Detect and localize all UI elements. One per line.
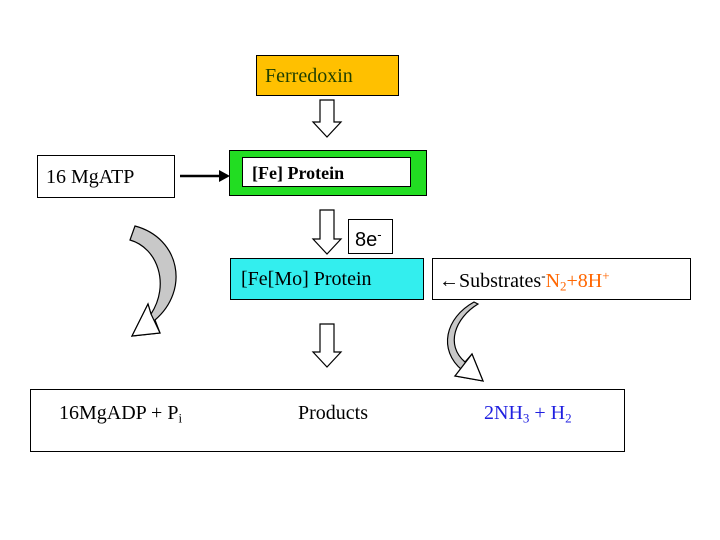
- fe-protein-box: [Fe] Protein: [229, 150, 427, 196]
- left-arrow-icon: ←: [439, 270, 459, 293]
- down-arrow-1: [311, 99, 343, 138]
- femo-protein-box: [Fe[Mo] Protein: [230, 258, 424, 300]
- reactant-label: 16MgADP + Pi: [59, 402, 183, 426]
- electrons-box: 8e-: [348, 219, 393, 254]
- down-arrow-3: [311, 323, 343, 368]
- ferredoxin-box: Ferredoxin: [256, 55, 399, 96]
- electrons-label: 8e-: [355, 227, 382, 252]
- mgatp-arrow-head: [219, 170, 230, 182]
- fe-protein-inner: [Fe] Protein: [242, 157, 411, 187]
- fe-protein-label: [Fe] Protein: [252, 163, 345, 183]
- substrates-label: ←Substrates-N2+8H+: [439, 268, 610, 294]
- down-arrow-2: [311, 209, 343, 255]
- mgatp-label: 16 MgATP: [46, 166, 135, 188]
- femo-protein-label: [Fe[Mo] Protein: [241, 268, 372, 290]
- substrates-box: ←Substrates-N2+8H+: [432, 258, 691, 300]
- ferredoxin-label: Ferredoxin: [265, 65, 353, 87]
- products-box: 16MgADP + Pi Products 2NH3 + H2: [30, 389, 625, 452]
- final-products-label: 2NH3 + H2: [484, 402, 572, 426]
- products-label: Products: [298, 402, 368, 424]
- mgatp-box: 16 MgATP: [37, 155, 175, 198]
